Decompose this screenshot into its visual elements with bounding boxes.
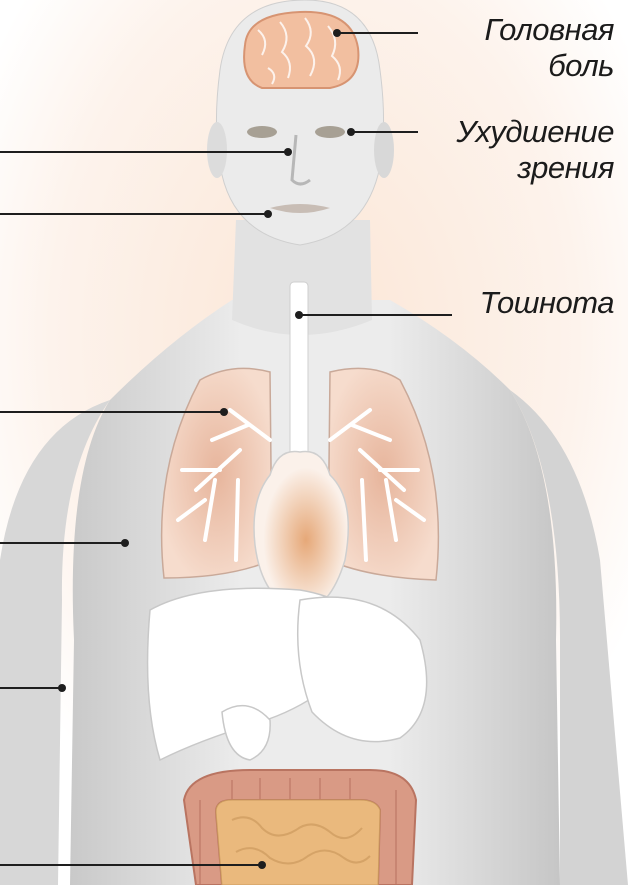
- label-nausea: Тошнота: [480, 285, 614, 321]
- right-ear: [374, 122, 394, 178]
- leader-dot-headache: [333, 29, 341, 37]
- leader-dot-left-4: [121, 539, 129, 547]
- label-nausea-line-1: Тошнота: [480, 285, 614, 321]
- leader-dot-left-3: [220, 408, 228, 416]
- leader-dot-left-5: [58, 684, 66, 692]
- label-headache-line-2: боль: [485, 48, 614, 84]
- leader-dot-left-6: [258, 861, 266, 869]
- label-vision: Ухудшение зрения: [456, 114, 614, 186]
- brain: [244, 12, 358, 88]
- label-headache-line-1: Головная: [485, 12, 614, 48]
- left-eye: [247, 126, 277, 138]
- label-vision-line-2: зрения: [456, 150, 614, 186]
- leader-dot-left-2: [264, 210, 272, 218]
- leader-dot-nausea: [295, 311, 303, 319]
- esophagus: [290, 282, 308, 472]
- right-eye: [315, 126, 345, 138]
- leader-dot-vision: [347, 128, 355, 136]
- left-ear: [207, 122, 227, 178]
- label-vision-line-1: Ухудшение: [456, 114, 614, 150]
- label-headache: Головная боль: [485, 12, 614, 84]
- leader-dot-left-1: [284, 148, 292, 156]
- small-intestine: [216, 800, 380, 885]
